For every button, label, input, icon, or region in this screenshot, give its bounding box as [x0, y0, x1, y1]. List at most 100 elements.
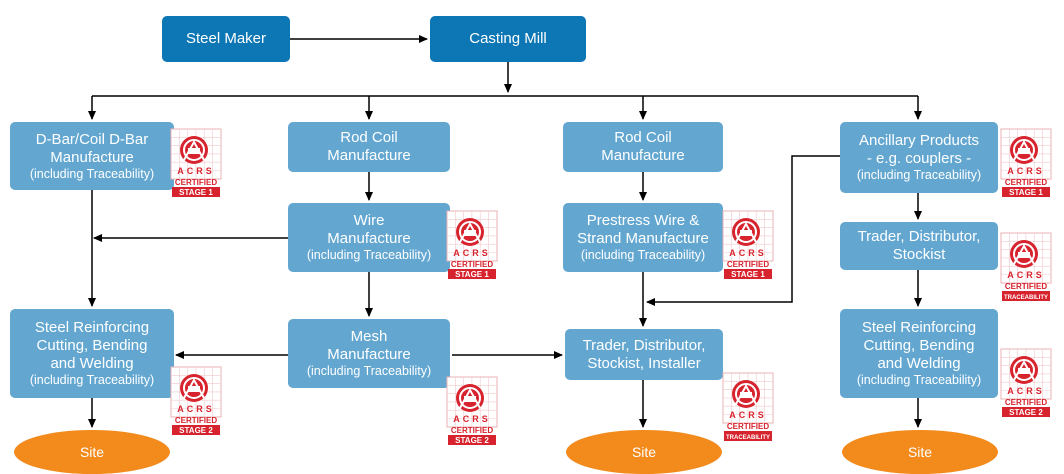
rod-coil-1-line-1: Rod Coil	[340, 129, 398, 146]
acrs-stage-label: STAGE 2	[1009, 408, 1043, 417]
prestress-line-3: (including Traceability)	[580, 248, 706, 262]
acrs-logo-icon	[456, 384, 484, 412]
steel-reinf-right-line-3: and Welding	[877, 355, 961, 372]
casting-mill-label: Casting Mill	[469, 30, 547, 47]
acrs-logo-icon	[180, 136, 208, 164]
steel-maker-box: Steel Maker	[162, 16, 290, 62]
dbar-line-3: (including Traceability)	[29, 166, 155, 181]
site-label-3: Site	[907, 444, 933, 460]
acrs-certified-text: CERTIFIED	[1005, 398, 1047, 407]
acrs-certified-text: CERTIFIED	[451, 426, 493, 435]
acrs-logo-icon	[1010, 136, 1038, 164]
site-ellipse-1: Site	[14, 430, 170, 474]
dbar-line-2: Manufacture	[50, 148, 134, 166]
acrs-logo-icon	[732, 218, 760, 246]
ancillary-line-1: Ancillary Products	[858, 132, 980, 149]
steel-reinforcing-box-right: Steel Reinforcing Cutting, Bending and W…	[840, 309, 998, 398]
acrs-stage-label: TRACEABILITY	[1004, 295, 1048, 301]
acrs-mark-text: ACRS	[1007, 166, 1045, 176]
acrs-certified-text: CERTIFIED	[1005, 282, 1047, 291]
ancillary-line-3: (including Traceability)	[856, 168, 982, 182]
mesh-manufacture-box: Mesh Manufacture (including Traceability…	[288, 319, 450, 388]
ancillary-products-box: Ancillary Products - e.g. couplers - (in…	[840, 122, 998, 193]
acrs-stage-label: STAGE 1	[455, 270, 489, 279]
acrs-mark-text: ACRS	[1007, 270, 1045, 280]
acrs-certified-text: CERTIFIED	[727, 422, 769, 431]
acrs-badge-graphic: ACRS CERTIFIED TRACEABILITY	[722, 372, 774, 441]
steel-reinf-right-line-1: Steel Reinforcing	[861, 319, 977, 336]
rod-coil-manufacture-box-2: Rod Coil Manufacture	[563, 122, 723, 172]
acrs-mark-text: ACRS	[1007, 386, 1045, 396]
wire-line-3: (including Traceability)	[306, 248, 432, 262]
site-ellipse-2: Site	[566, 430, 722, 474]
acrs-mark-text: ACRS	[177, 404, 215, 414]
trader-mid-line-2: Stockist, Installer	[587, 354, 701, 372]
site-label-2: Site	[631, 444, 657, 460]
trader-distributor-stockist-box: Trader, Distributor, Stockist	[840, 222, 998, 270]
rod-coil-2-line-1: Rod Coil	[614, 129, 672, 146]
acrs-mark-text: ACRS	[729, 410, 767, 420]
acrs-mark-text: ACRS	[177, 166, 215, 176]
steel-reinf-right-line-4: (including Traceability)	[856, 373, 982, 387]
dbar-manufacture-box: D-Bar/Coil D-Bar Manufacture (including …	[10, 122, 174, 190]
acrs-stage-label: TRACEABILITY	[726, 435, 770, 441]
acrs-logo-icon	[1010, 356, 1038, 384]
acrs-stage-label: STAGE 1	[1009, 188, 1043, 197]
acrs-stage-label: STAGE 1	[731, 270, 765, 279]
acrs-stage-label: STAGE 2	[455, 436, 489, 445]
mesh-line-1: Mesh	[350, 328, 388, 345]
wire-manufacture-box: Wire Manufacture (including Traceability…	[288, 203, 450, 272]
trader-distributor-installer-box: Trader, Distributor, Stockist, Installer	[565, 329, 723, 380]
acrs-mark-text: ACRS	[453, 248, 491, 258]
rod-coil-manufacture-box-1: Rod Coil Manufacture	[288, 122, 450, 172]
casting-mill-box: Casting Mill	[430, 16, 586, 62]
acrs-badge-trader-right: ACRS CERTIFIED TRACEABILITY	[1000, 232, 1052, 302]
steel-reinf-right-line-2: Cutting, Bending	[863, 337, 975, 354]
steel-reinf-left-line-1: Steel Reinforcing	[34, 319, 150, 336]
trader-mid-line-1: Trader, Distributor,	[582, 336, 706, 354]
acrs-certified-text: CERTIFIED	[1005, 178, 1047, 187]
mesh-line-3: (including Traceability)	[306, 364, 432, 378]
acrs-certified-text: CERTIFIED	[727, 260, 769, 269]
steel-reinf-left-line-2: Cutting, Bending	[36, 337, 148, 354]
steel-reinf-left-line-4: (including Traceability)	[29, 373, 155, 387]
steel-reinf-left-line-3: and Welding	[50, 355, 134, 372]
arrow-ancillary-trader	[646, 155, 840, 306]
site-label-1: Site	[79, 444, 105, 460]
mesh-line-2: Manufacture	[327, 346, 411, 363]
acrs-certified-text: CERTIFIED	[175, 178, 217, 187]
prestress-wire-box: Prestress Wire & Strand Manufacture (inc…	[563, 203, 723, 272]
acrs-logo-icon	[180, 374, 208, 402]
steel-reinforcing-box-left: Steel Reinforcing Cutting, Bending and W…	[10, 309, 174, 398]
acrs-certified-text: CERTIFIED	[175, 416, 217, 425]
trader-right-line-1: Trader, Distributor,	[857, 228, 981, 245]
ancillary-line-2: - e.g. couplers -	[866, 150, 972, 167]
prestress-line-1: Prestress Wire &	[586, 212, 700, 229]
steel-maker-label: Steel Maker	[185, 30, 267, 47]
acrs-stage-label: STAGE 2	[179, 426, 213, 435]
acrs-logo-icon	[1010, 240, 1038, 268]
rod-coil-1-line-2: Manufacture	[327, 147, 411, 164]
rod-coil-2-line-2: Manufacture	[601, 147, 685, 164]
wire-line-1: Wire	[353, 212, 385, 229]
acrs-logo-icon	[456, 218, 484, 246]
trader-right-line-2: Stockist	[892, 246, 946, 263]
acrs-badge-trader-mid: ACRS CERTIFIED TRACEABILITY	[722, 372, 774, 442]
site-ellipse-3: Site	[842, 430, 998, 474]
acrs-stage-label: STAGE 1	[179, 188, 213, 197]
prestress-line-2: Strand Manufacture	[577, 230, 709, 247]
acrs-logo-icon	[732, 380, 760, 408]
